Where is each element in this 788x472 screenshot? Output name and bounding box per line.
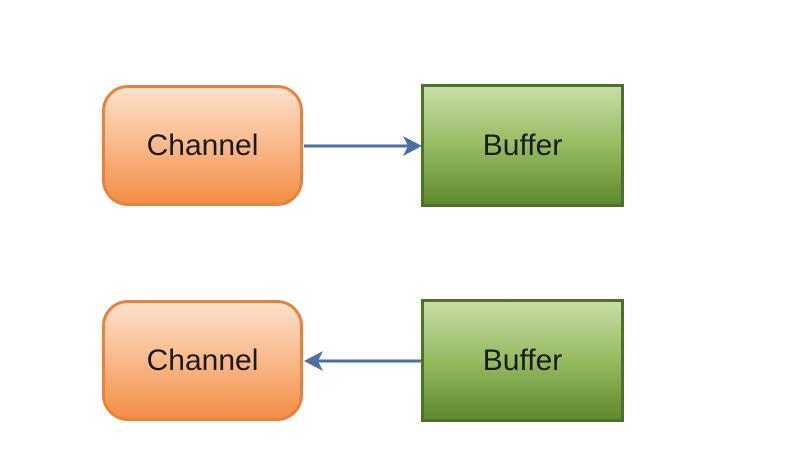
buffer-label: Buffer	[482, 128, 563, 162]
channel-label: Channel	[146, 128, 259, 162]
channel-node-bottom: Channel	[102, 300, 303, 421]
channel-label: Channel	[146, 343, 259, 377]
buffer-label: Buffer	[482, 343, 563, 377]
buffer-node-top: Buffer	[421, 84, 624, 207]
arrowhead-left	[304, 351, 323, 371]
buffer-node-bottom: Buffer	[421, 299, 624, 422]
channel-node-top: Channel	[102, 85, 303, 206]
arrowhead-right	[403, 136, 422, 156]
